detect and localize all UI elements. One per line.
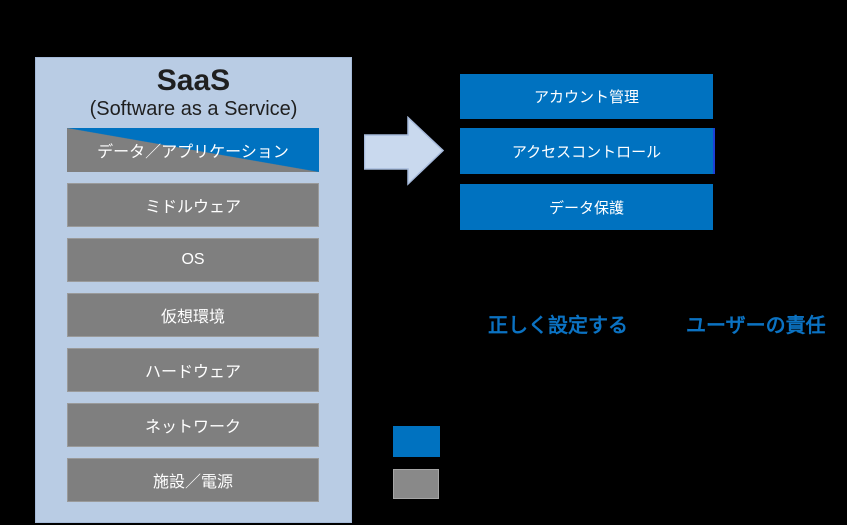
layer-data-application: データ／アプリケーション xyxy=(67,128,319,172)
legend-swatch-blue xyxy=(393,426,440,457)
legend-swatch-gray xyxy=(393,469,439,499)
layer-virtual-environment: 仮想環境 xyxy=(67,293,319,337)
note-configure-correctly: 正しく設定する xyxy=(488,315,628,337)
measure-label: アカウント管理 xyxy=(533,89,639,106)
measure-data-protection: データ保護 xyxy=(460,184,713,230)
note-user-responsibility: ユーザーの責任 xyxy=(686,315,826,337)
panel-subtitle: (Software as a Service) xyxy=(89,97,298,120)
layer-stack: データ／アプリケーション ミドルウェア OS 仮想環境 ハードウェア ネットワー… xyxy=(67,128,319,513)
layer-label: OS xyxy=(181,251,205,268)
layer-label: ハードウェア xyxy=(144,364,241,381)
layer-label: 仮想環境 xyxy=(160,309,225,326)
layer-label: ミドルウェア xyxy=(144,199,241,216)
measure-label: アクセスコントロール xyxy=(511,143,662,161)
layer-middleware: ミドルウェア xyxy=(67,183,319,227)
layer-label: ネットワーク xyxy=(144,419,241,436)
layer-label: 施設／電源 xyxy=(152,474,233,491)
layer-hardware: ハードウェア xyxy=(67,348,319,392)
measure-access-control: アクセスコントロール xyxy=(460,128,713,174)
arrow-right-icon xyxy=(364,116,444,186)
saas-stack-panel: SaaS (Software as a Service) データ／アプリケーショ… xyxy=(35,57,352,523)
layer-network: ネットワーク xyxy=(67,403,319,447)
layer-os: OS xyxy=(67,238,319,282)
panel-title: SaaS xyxy=(156,64,231,97)
layer-label: データ／アプリケーション xyxy=(97,144,289,161)
measure-account-management: アカウント管理 xyxy=(460,74,713,119)
measure-label: データ保護 xyxy=(548,199,624,217)
layer-facility-power: 施設／電源 xyxy=(67,458,319,502)
